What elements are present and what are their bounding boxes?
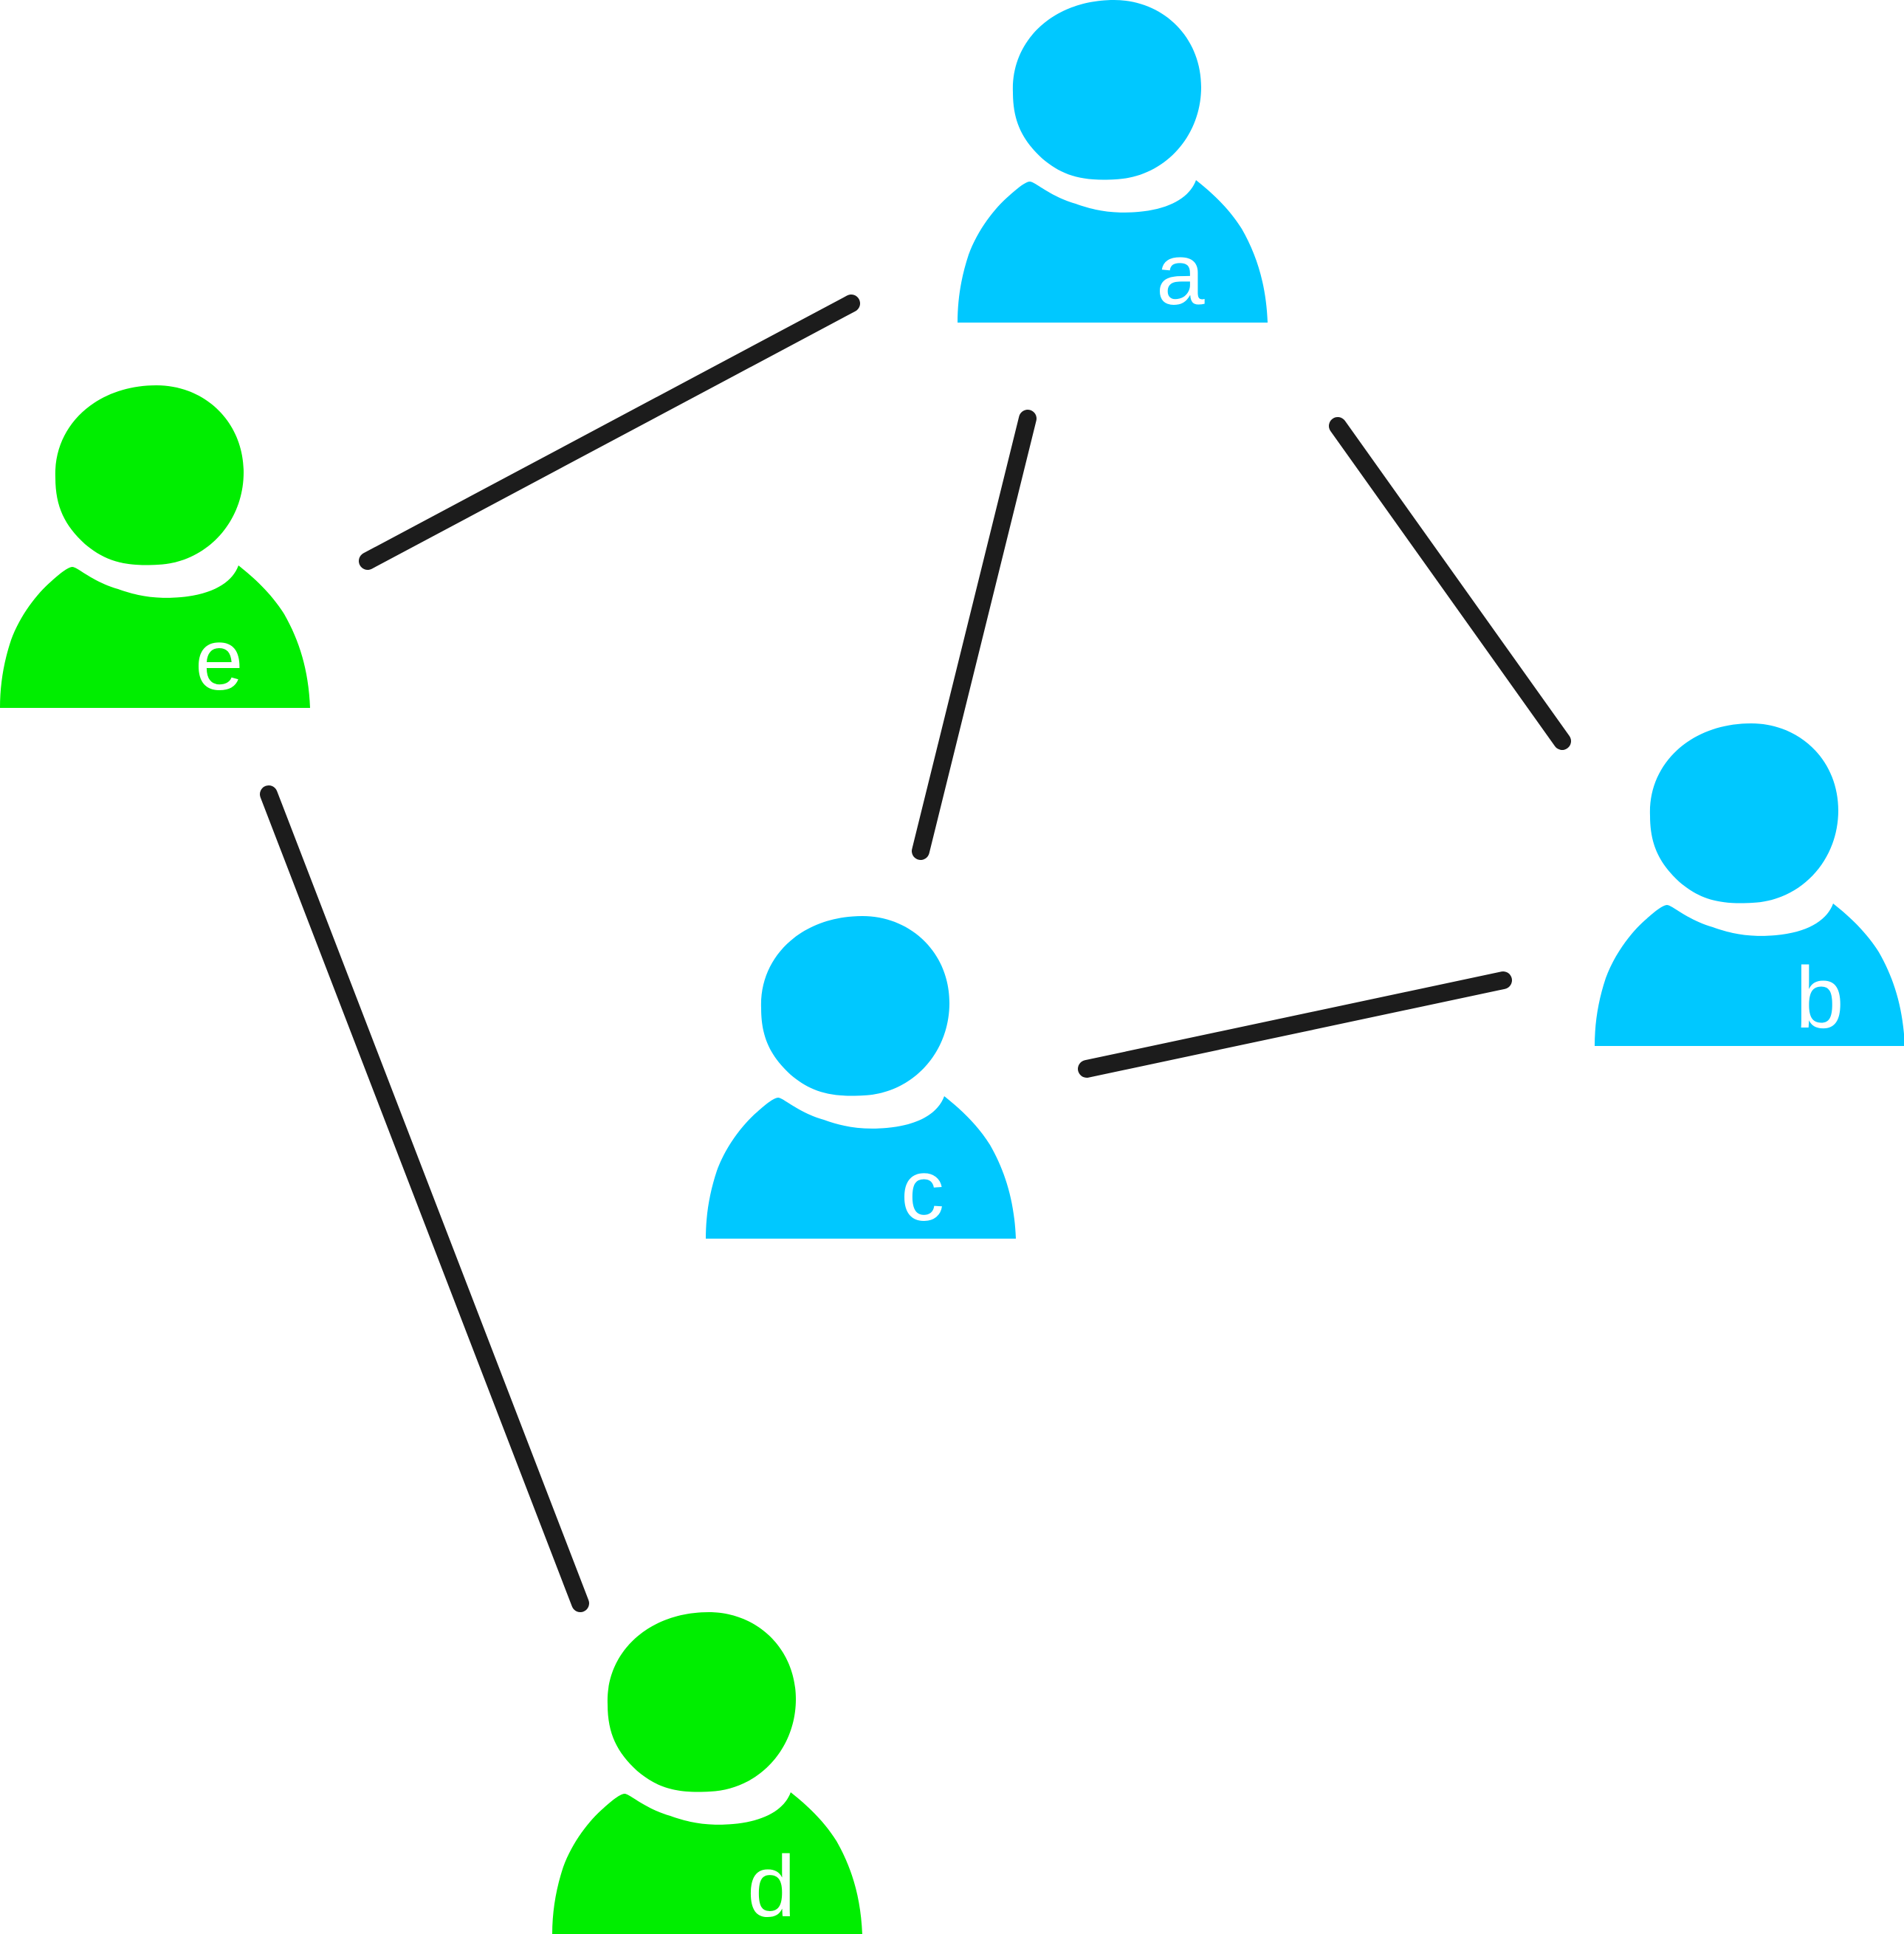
edges: [260, 295, 1571, 1612]
node-label-c: c: [901, 1142, 944, 1239]
person-icon: [1595, 723, 1904, 1046]
edge-e-a: [359, 295, 860, 570]
edge-c-b: [1078, 971, 1512, 1078]
edge-a-b: [1329, 417, 1571, 750]
node-c: c: [706, 916, 1016, 1239]
node-label-b: b: [1795, 949, 1844, 1047]
node-d: d: [552, 1612, 862, 1934]
node-e: e: [0, 385, 310, 709]
person-icon: [0, 385, 310, 708]
edge-a-c: [912, 410, 1037, 860]
node-a: a: [958, 0, 1268, 323]
node-label-e: e: [195, 611, 244, 709]
node-b: b: [1595, 723, 1904, 1047]
node-label-a: a: [1156, 226, 1205, 323]
person-icon: [552, 1612, 862, 1934]
edge-e-d: [260, 785, 589, 1612]
node-label-d: d: [747, 1838, 796, 1934]
person-icon: [958, 0, 1268, 323]
person-icon: [706, 916, 1016, 1239]
